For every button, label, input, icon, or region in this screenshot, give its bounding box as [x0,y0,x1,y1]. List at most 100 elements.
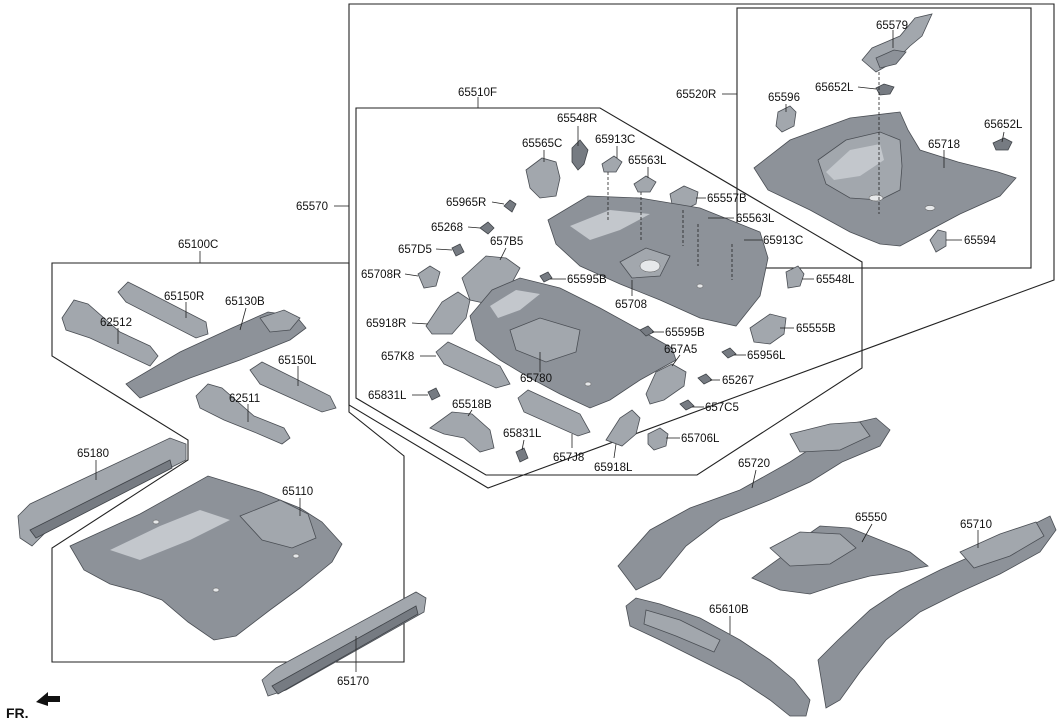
part-65130B [125,309,307,399]
label-65557B: 65557B [707,193,747,205]
label-65595B-b: 65595B [665,327,705,339]
label-65708R: 65708R [361,269,401,281]
label-65965R: 65965R [446,197,486,209]
leader-65130B [239,307,247,331]
label-65918L: 65918L [594,462,633,474]
part-65720 [617,417,891,591]
label-65267: 65267 [722,375,754,387]
part-657D5 [451,243,465,257]
part-65550 [751,525,929,595]
label-65518B: 65518B [452,399,492,411]
label-65563L-b: 65563L [736,213,775,225]
part-65708 [547,195,769,327]
leader-65550 [861,523,873,543]
leader-65831L-b [521,439,525,451]
label-65918R: 65918R [366,318,406,330]
part-65555B [749,313,787,345]
label-65956L: 65956L [747,350,786,362]
front-arrow-icon [36,692,60,706]
part-65548R [571,139,589,171]
part-65548L [785,265,805,289]
leader-65918L [613,443,617,459]
leader-65708R [404,273,419,277]
part-65595B-a [539,271,553,283]
label-65594: 65594 [964,235,997,247]
label-65595B-a: 65595B [567,274,607,286]
label-65913C-b: 65913C [763,235,803,247]
part-657C5 [679,399,695,411]
part-65579 [861,13,933,73]
leader-65918R [411,322,429,325]
part-65563L-a [633,175,657,193]
label-657B5: 657B5 [490,236,523,248]
leader-65965R [491,201,505,205]
part-65708R [417,265,441,289]
group-65520R-box [736,7,1032,269]
part-65518B [429,411,495,453]
label-657D5: 657D5 [398,244,432,256]
part-65831L-a [427,387,441,401]
label-65150R: 65150R [164,291,204,303]
part-65918R [425,291,471,335]
label-65570: 65570 [296,201,328,213]
part-62511 [195,383,291,445]
label-65110: 65110 [282,486,313,498]
label-65596: 65596 [768,92,800,104]
label-65170: 65170 [337,676,369,688]
group-65100C-outline [51,262,405,663]
leader-65720 [751,469,757,489]
label-65610B: 65610B [709,604,749,616]
part-65718 [753,111,1017,247]
label-65710: 65710 [960,519,992,531]
front-direction-label: FR. [6,705,29,721]
part-65706L [647,427,669,451]
label-65555B: 65555B [796,323,836,335]
part-65710 [817,515,1057,709]
label-657C5: 657C5 [705,402,739,414]
part-65913C-a [601,155,623,173]
label-65268: 65268 [431,222,463,234]
part-657K8 [435,341,511,389]
part-65150R [117,281,209,339]
label-65579: 65579 [876,20,908,32]
part-65596 [775,105,797,133]
part-65170 [261,591,427,697]
leader-65518B [467,409,473,417]
label-65652L-a: 65652L [815,82,854,94]
label-65550: 65550 [855,512,887,524]
part-65610B [625,597,811,717]
label-65130B: 65130B [225,296,265,308]
part-65268 [479,221,495,235]
leader-65268 [467,226,481,229]
part-65180 [17,437,187,547]
leader-657B5 [499,247,507,261]
label-65831L-b: 65831L [503,428,542,440]
leader-65652L-b [1001,131,1005,143]
part-65565C [525,157,561,199]
part-65594 [929,229,947,253]
label-65718: 65718 [928,139,960,151]
label-65720: 65720 [738,458,770,470]
label-65652L-b: 65652L [984,119,1023,131]
label-65548L: 65548L [816,274,855,286]
part-657B5 [461,255,521,305]
part-657A5 [645,363,687,405]
label-65780: 65780 [520,373,552,385]
label-65520R: 65520R [676,89,716,101]
label-65548R: 65548R [557,113,597,125]
label-65180: 65180 [77,448,109,460]
label-65708: 65708 [615,299,647,311]
label-657K8: 657K8 [381,351,414,363]
label-65100C: 65100C [178,239,218,251]
part-657J8 [517,389,591,437]
part-62512 [61,299,159,367]
label-65150L: 65150L [278,355,317,367]
part-65918L [605,409,641,447]
leader-65652L-a [857,86,877,90]
group-65510F-outline [355,107,863,476]
part-65780 [469,277,677,409]
label-65565C: 65565C [522,138,562,150]
label-62512: 62512 [100,317,132,329]
part-65110 [69,475,343,641]
label-65913C-a: 65913C [595,134,635,146]
